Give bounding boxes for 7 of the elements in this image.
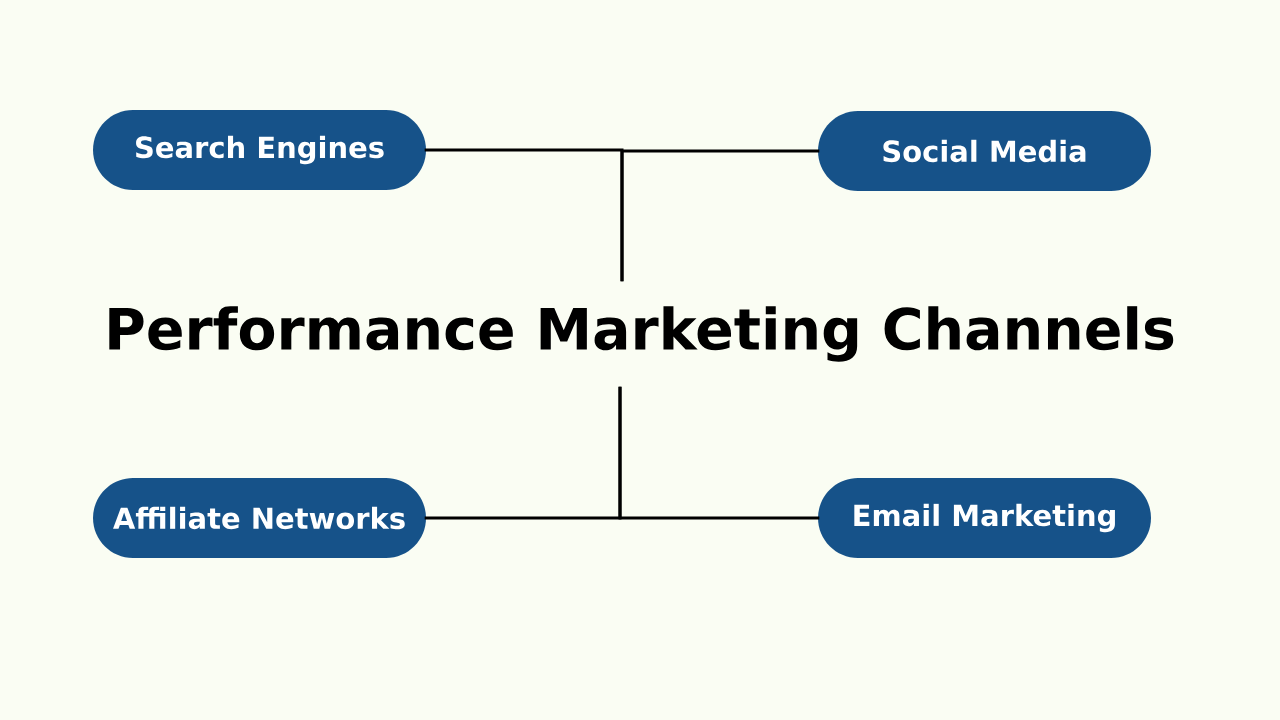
connector-line <box>618 386 820 520</box>
rounded-box: Email Marketing <box>818 478 1151 558</box>
heading-text: Performance Marketing Channels <box>109 306 1174 362</box>
connector-line <box>620 149 820 282</box>
rounded-box: Affiliate Networks <box>93 478 426 558</box>
rounded-box: Search Engines <box>93 110 426 190</box>
rounded-box: Social Media <box>818 111 1151 191</box>
